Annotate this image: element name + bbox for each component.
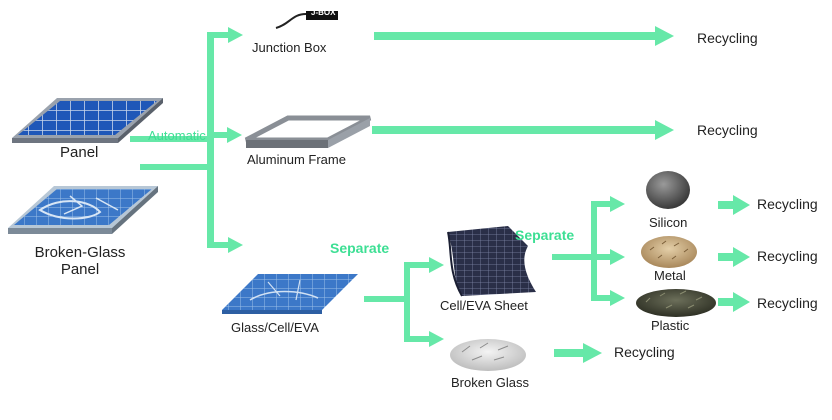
arrow-to-junction-box <box>228 27 243 43</box>
arrow-to-broken-glass <box>429 331 444 347</box>
arrow-to-cell-eva-sheet <box>429 257 444 273</box>
split-line <box>591 201 597 301</box>
metal-label: Metal <box>654 268 686 283</box>
plastic-recycling-label: Recycling <box>757 295 818 311</box>
broken-glass-panel-line-1: Broken-Glass <box>34 244 126 261</box>
flow-arrows <box>130 26 750 363</box>
broken-glass-image <box>450 339 526 371</box>
arrow-to-metal <box>610 249 625 265</box>
panel-label: Panel <box>60 144 99 161</box>
broken-glass-label: Broken Glass <box>451 375 530 390</box>
arrow-metal-recycling <box>733 247 750 267</box>
trunk-line <box>207 34 214 248</box>
aluminum-frame-recycling-label: Recycling <box>697 122 758 138</box>
solar-panel-image <box>12 98 163 143</box>
junction-box-label: Junction Box <box>252 40 327 55</box>
cell-eva-sheet-label: Cell/EVA Sheet <box>440 298 528 313</box>
glass-cell-eva-label: Glass/Cell/EVA <box>231 320 319 335</box>
broken-glass-recycling-label: Recycling <box>614 344 675 360</box>
connector-line <box>140 164 210 170</box>
arrow-silicon-recycling <box>733 195 750 215</box>
arrow-junction-box-recycling <box>655 26 674 46</box>
glass-cell-eva-image <box>222 274 358 314</box>
silicon-label: Silicon <box>649 215 688 230</box>
metal-recycling-label: Recycling <box>757 248 818 264</box>
arrow-to-aluminum-frame <box>227 127 242 143</box>
arrow-broken-glass-recycling <box>583 343 602 363</box>
separate-step-label-1: Separate <box>330 240 390 256</box>
junction-box-recycling-label: Recycling <box>697 30 758 46</box>
metal-image <box>641 236 697 268</box>
aluminum-frame-label: Aluminum Frame <box>247 152 346 167</box>
separate-step-label-2: Separate <box>515 227 575 243</box>
broken-glass-panel-label: Broken-Glass Panel <box>20 244 140 278</box>
junction-box-image <box>275 11 338 29</box>
split-line <box>404 262 410 342</box>
automatic-step-label: Automatic <box>148 128 206 143</box>
arrow-to-plastic <box>610 290 625 306</box>
connector-line <box>130 136 210 142</box>
jbox-tag-label: J-BOX <box>311 8 336 17</box>
cell-eva-sheet-image <box>447 226 536 297</box>
arrow-to-silicon <box>610 196 625 212</box>
plastic-image <box>636 289 716 317</box>
plastic-label: Plastic <box>651 318 690 333</box>
broken-glass-panel-image <box>8 186 158 234</box>
arrow-to-glass-cell-eva <box>228 237 243 253</box>
arrow-aluminum-frame-recycling <box>655 120 674 140</box>
broken-glass-panel-line-2: Panel <box>60 261 100 278</box>
arrow-plastic-recycling <box>733 292 750 312</box>
aluminum-frame-image <box>244 115 372 148</box>
silicon-recycling-label: Recycling <box>757 196 818 212</box>
silicon-image <box>646 171 690 209</box>
